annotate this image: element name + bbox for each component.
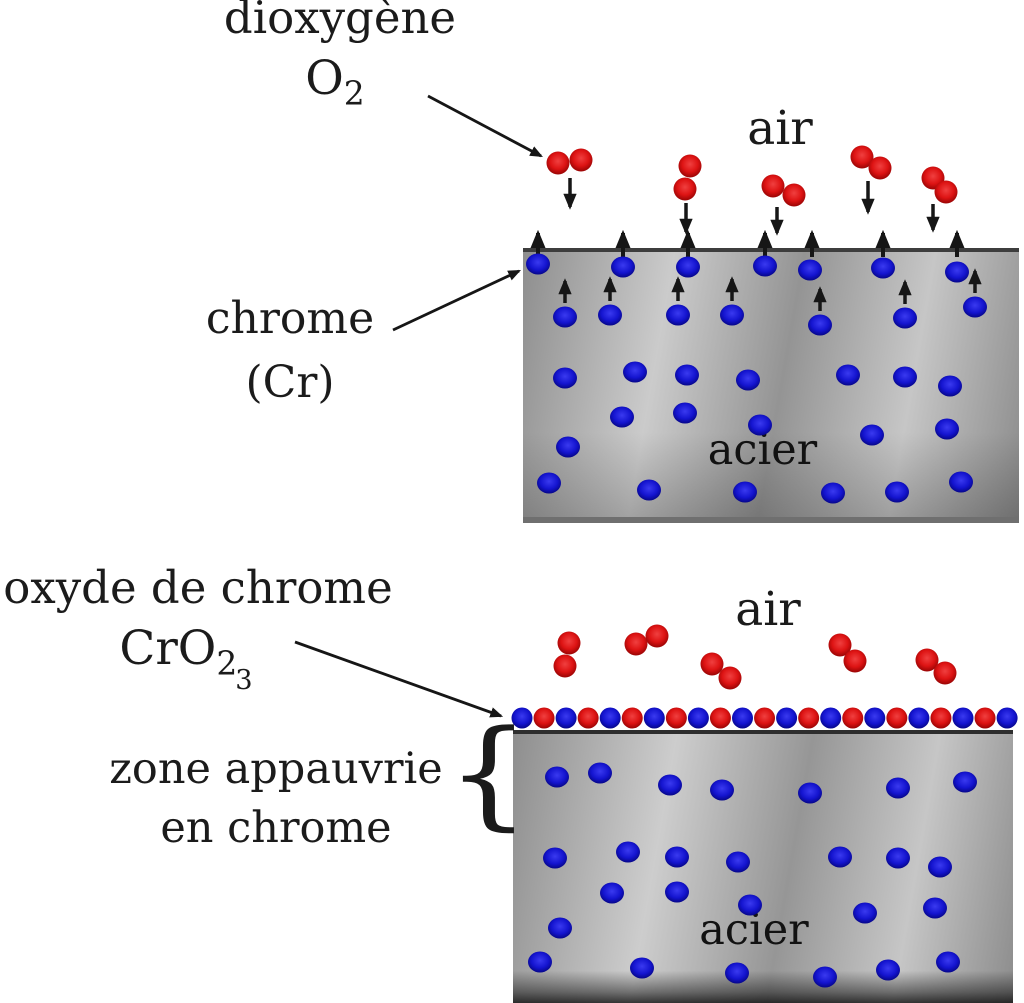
oxide-layer-atom <box>842 707 864 729</box>
oxide-layer-atom <box>820 707 842 729</box>
cro23-formula-label: CrO23 <box>10 621 362 694</box>
o2-atom <box>546 151 570 175</box>
o2-atom <box>673 177 697 201</box>
o2-atom <box>678 154 702 178</box>
o2-atom <box>915 648 939 672</box>
oxide-layer-atom <box>732 707 753 729</box>
oxide-layer-atom <box>577 707 599 729</box>
zone-line2: en chrome <box>160 803 392 853</box>
oxide-layer-atom <box>996 707 1018 729</box>
o2-atom <box>553 654 577 678</box>
oxide-layer-atom <box>952 707 974 729</box>
oxide-layer-atom <box>754 707 776 729</box>
cro-subscript-2: 2 <box>216 643 238 683</box>
oxide-layer-atom <box>930 707 952 729</box>
oxide-layer-atom <box>886 707 908 729</box>
o2-atom <box>700 652 724 676</box>
o2-atom <box>645 624 669 648</box>
o2-atom <box>933 661 957 685</box>
o2-formula-label: O2 <box>145 51 525 109</box>
oxide-layer-atom <box>643 707 665 729</box>
acier-label-top: acier <box>707 425 818 475</box>
steel-block-top <box>523 248 1019 523</box>
oxide-layer-atom <box>687 707 709 729</box>
oxide-layer-atom <box>665 707 687 729</box>
air-label-bottom: air <box>735 582 801 637</box>
oxide-layer-atom <box>621 707 643 729</box>
o2-atom <box>569 148 593 172</box>
oxide-layer-atom <box>709 707 731 729</box>
dioxygene-label: dioxygène <box>223 0 457 44</box>
oxide-layer-atom <box>864 707 886 729</box>
chrome-label: chrome <box>205 293 375 344</box>
o2-symbol: O <box>305 51 344 106</box>
oxide-de-chrome-label: oxyde de chrome <box>3 561 393 614</box>
oxide-layer-atom <box>776 707 798 729</box>
o2-atom <box>557 631 581 655</box>
o2-atom <box>934 180 958 204</box>
o2-atom <box>761 174 785 198</box>
o2-subscript: 2 <box>343 73 365 113</box>
steel-block-bottom <box>513 730 1013 1003</box>
oxide-layer-atom <box>599 707 621 729</box>
zone-line1: zone appauvrie <box>109 744 443 794</box>
oxide-layer-atom <box>798 707 820 729</box>
air-label-top: air <box>747 101 813 156</box>
o2-atom <box>782 183 806 207</box>
cro-symbol: CrO <box>119 621 217 676</box>
o2-atom <box>868 156 892 180</box>
cro-subscript-3: 3 <box>235 665 253 697</box>
o2-atom <box>921 166 945 190</box>
o2-atom <box>718 666 742 690</box>
oxide-layer-atom <box>908 707 930 729</box>
cr-symbol-label: (Cr) <box>245 357 335 408</box>
o2-atom <box>843 649 867 673</box>
acier-label-bottom: acier <box>699 905 809 955</box>
depleted-zone-brace: { <box>446 704 531 842</box>
oxide-layer-atom <box>974 707 996 729</box>
zone-appauvrie-label: zone appauvrie en chrome <box>85 740 467 858</box>
oxide-layer-atom <box>533 707 555 729</box>
oxide-layer-atom <box>555 707 577 729</box>
o2-atom <box>624 632 648 656</box>
